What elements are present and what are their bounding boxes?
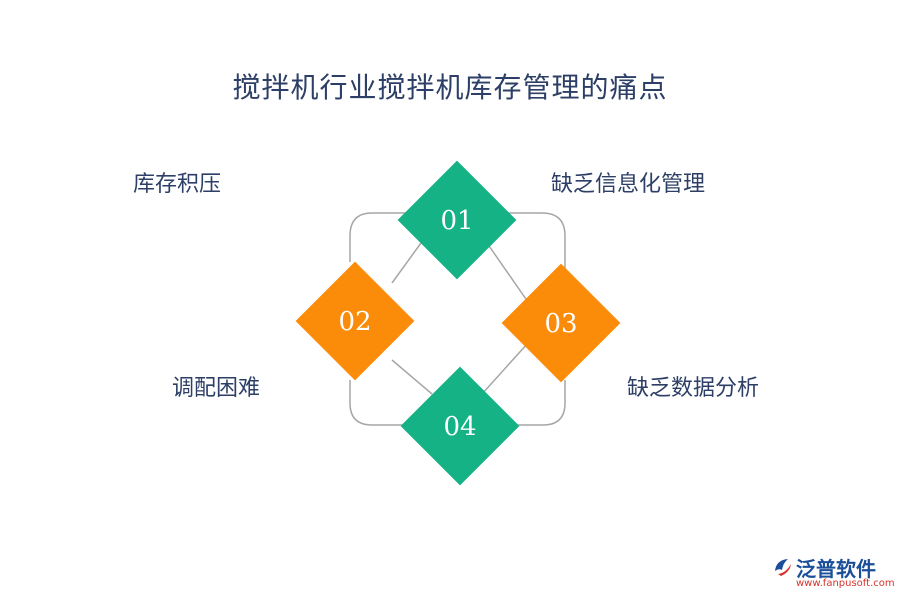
node-01: 01 xyxy=(397,160,517,280)
node-03-number: 03 xyxy=(544,309,577,339)
node-02: 02 xyxy=(295,261,415,381)
node-04-number: 04 xyxy=(443,412,476,442)
node-02-diamond xyxy=(295,261,415,381)
label-allocation-difficulty: 调配困难 xyxy=(172,376,261,401)
node-02-number: 02 xyxy=(338,307,371,337)
brand-name: 泛普软件 xyxy=(796,557,876,581)
node-03-diamond xyxy=(501,263,621,383)
brand-url: www.fanpusoft.com xyxy=(796,578,895,589)
label-inventory-backlog: 库存积压 xyxy=(133,172,222,197)
label-lack-of-informatization: 缺乏信息化管理 xyxy=(551,172,706,197)
label-lack-of-data-analysis: 缺乏数据分析 xyxy=(627,376,760,401)
node-04: 04 xyxy=(400,366,520,486)
connector-inner-square xyxy=(391,242,529,395)
page-title: 搅拌机行业搅拌机库存管理的痛点 xyxy=(232,71,668,104)
node-01-diamond xyxy=(397,160,517,280)
node-01-number: 01 xyxy=(440,206,473,236)
connector-bottom-right-loop xyxy=(512,380,566,426)
brand-watermark: 泛普软件 www.fanpusoft.com xyxy=(772,552,895,592)
leaf-swirl-icon xyxy=(775,559,791,576)
connector-bottom-left-loop xyxy=(349,380,410,426)
connector-top-right-loop xyxy=(509,212,566,270)
node-03: 03 xyxy=(501,263,621,383)
connector-lines xyxy=(349,212,566,426)
node-04-diamond xyxy=(400,366,520,486)
connector-top-left-loop xyxy=(349,212,405,262)
